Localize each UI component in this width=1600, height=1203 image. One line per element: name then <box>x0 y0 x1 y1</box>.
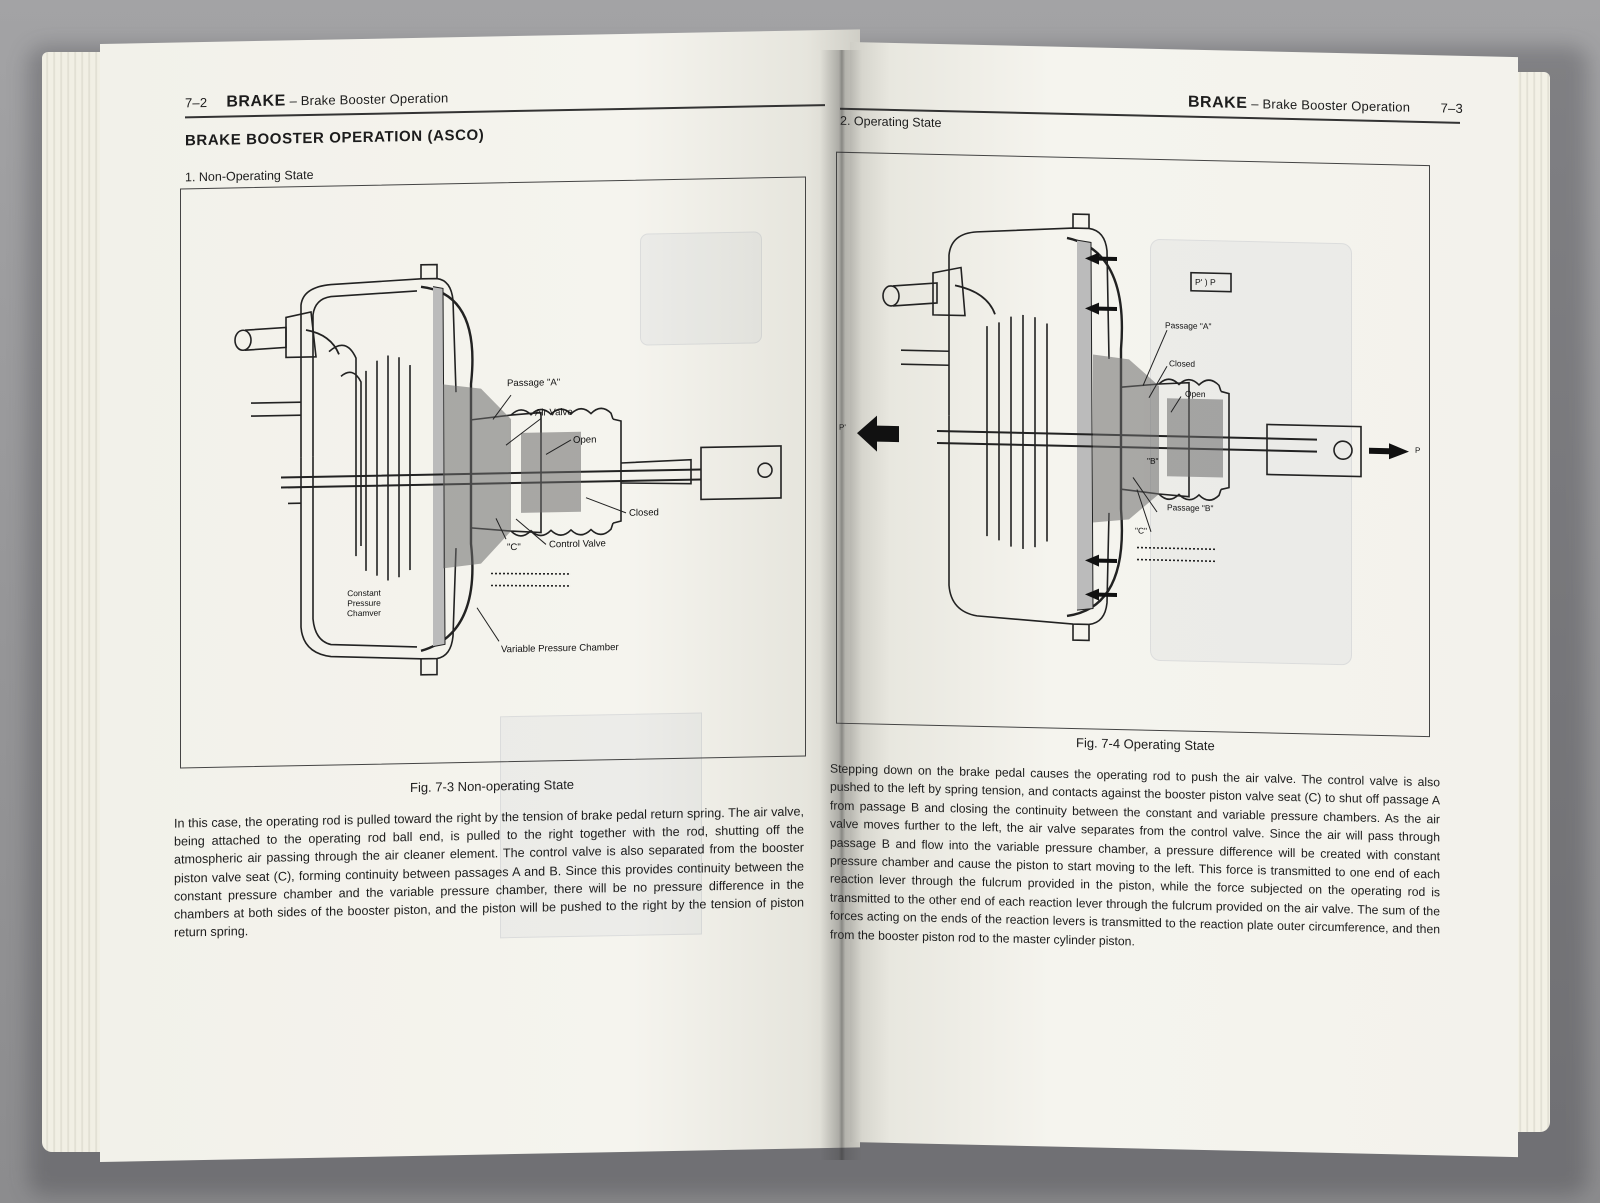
label-open: Open <box>573 434 597 446</box>
chapter-title: BRAKE <box>1188 93 1248 113</box>
page-number: 7–2 <box>185 94 208 111</box>
label-air-valve: Air Valve <box>535 406 573 419</box>
label-c: "C" <box>507 541 521 554</box>
running-title: – Brake Booster Operation <box>289 90 449 109</box>
booster-diagram-non-operating <box>234 263 782 676</box>
figure-caption: Fig. 7-4 Operating State <box>1076 735 1215 754</box>
right-page: BRAKE – Brake Booster Operation 7–3 2. O… <box>830 42 1518 1158</box>
right-page-header: BRAKE – Brake Booster Operation 7–3 <box>1188 94 1463 118</box>
label-p: P <box>1415 445 1421 455</box>
label-passage-b: Passage "B" <box>1167 502 1214 514</box>
label-c: "C" <box>1135 525 1147 536</box>
left-page-header: 7–2 BRAKE – Brake Booster Operation <box>185 89 448 112</box>
label-b: "B" <box>1147 455 1159 467</box>
label-control-valve: Control Valve <box>549 538 606 551</box>
label-closed: Closed <box>1169 358 1196 369</box>
book-spine-shadow <box>820 50 862 1160</box>
subsection-title: 1. Non-Operating State <box>185 167 314 185</box>
label-passage-a: Passage "A" <box>507 377 561 390</box>
label-constant-pressure-chamber: Constant Pressure Chamver <box>347 587 381 619</box>
figure-caption: Fig. 7-3 Non-operating State <box>410 776 575 796</box>
running-title: – Brake Booster Operation <box>1251 96 1411 115</box>
left-page: 7–2 BRAKE – Brake Booster Operation BRAK… <box>100 29 860 1163</box>
label-p-prime-greater-p: P' ) P <box>1195 276 1216 288</box>
booster-diagram-operating <box>857 213 1409 642</box>
label-passage-a: Passage "A" <box>1165 320 1212 332</box>
figure-frame: P' ) P Passage "A" Closed Open P' P "B" … <box>836 151 1430 738</box>
section-title: BRAKE BOOSTER OPERATION (ASCO) <box>185 126 485 150</box>
label-open: Open <box>1185 388 1206 400</box>
label-closed: Closed <box>629 507 659 519</box>
chapter-title: BRAKE <box>226 92 286 111</box>
body-paragraph: Stepping down on the brake pedal causes … <box>830 761 1440 949</box>
page-number: 7–3 <box>1440 100 1463 116</box>
body-paragraph: In this case, the operating rod is pulle… <box>174 804 804 940</box>
figure-frame: Passage "A" Air Valve Open Closed "C" Co… <box>180 176 806 769</box>
